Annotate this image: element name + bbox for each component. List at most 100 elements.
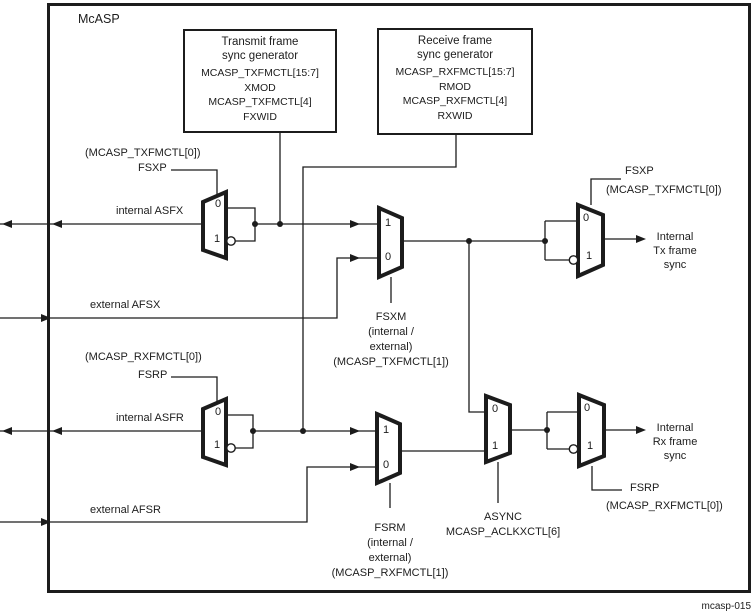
tx-input-mux-port-1: 1 [214,233,221,245]
internal-rx-frame-sync-label: Internal Rx frame sync [640,421,710,463]
internal-tx-frame-sync-label: Internal Tx frame sync [640,230,710,272]
wire-txout-input-split [544,220,578,261]
receive-gen-reg-line3: MCASP_RXFMCTL[4] [402,95,508,107]
transmit-gen-reg-line4: FXWID [243,110,277,123]
async-mux-port-0: 0 [492,403,499,415]
fsrm-label-line2: (internal / [367,537,413,549]
rx-input-mux-port-0: 0 [215,406,222,418]
fsxm-mux-port-0: 0 [385,251,392,263]
tx-input-polarity-mux [201,188,228,261]
mcasp-block-border [47,3,751,593]
tx-polarity-register-label: (MCASP_TXFMCTL[0]) [85,147,201,159]
wire-rxout-polarity-select [591,466,622,491]
tx-polarity-signal-label: FSXP [138,162,167,174]
fsrm-mode-mux [375,410,402,487]
async-mux [484,393,512,465]
tx-output-polarity-signal-label: FSXP [625,165,654,177]
rx-output-line1: Internal [656,422,694,434]
wire-txout-polarity-select [590,178,621,205]
fsrm-label-line3: external) [368,552,412,564]
junction-dot [252,221,258,227]
arrow-fsxm-one-input [350,220,360,228]
wire-rx-polarity-loop [226,414,254,449]
tx-output-line3: sync [663,259,687,271]
rx-output-polarity-register-label: (MCASP_RXFMCTL[0]) [606,500,723,512]
tx-output-inversion-bubble [568,255,579,265]
tx-input-inversion-bubble [226,236,236,246]
wire-rxout-input-split [546,411,579,450]
transmit-frame-sync-generator-box: Transmit frame sync generator MCASP_TXFM… [183,29,337,133]
rx-output-mux-port-1: 1 [587,440,594,452]
rx-input-inversion-bubble [226,443,236,453]
fsrm-mux-port-1: 1 [383,424,390,436]
rx-input-polarity-mux [201,395,228,468]
arrow-left-border-tx [52,220,62,228]
arrow-left-border-rx [52,427,62,435]
wire-async-zero-feed [468,241,486,413]
fsrm-mux-port-0: 0 [383,459,390,471]
receive-gen-reg-line4: RXWID [437,109,473,122]
transmit-gen-reg-line3: MCASP_TXFMCTL[4] [208,96,312,108]
rx-polarity-register-label: (MCASP_RXFMCTL[0]) [85,351,202,363]
arrow-tx-frame-sync-output [636,235,646,243]
async-label-line2: MCASP_ACLKXCTL[6] [445,526,561,538]
receive-gen-title-line2: sync generator [416,49,494,61]
fsxm-mux-port-1: 1 [385,217,392,229]
arrow-into-box-external-afsx [41,314,51,322]
tx-output-polarity-register-label: (MCASP_TXFMCTL[0]) [606,184,722,196]
internal-afsx-label: internal ASFX [116,205,184,217]
tx-output-mux-port-1: 1 [586,250,593,262]
external-afsx-label: external AFSX [90,299,161,311]
rx-output-inversion-bubble [568,444,579,454]
rx-output-line2: Rx frame [652,436,698,448]
rx-input-mux-port-1: 1 [214,439,221,451]
transmit-gen-title-line1: Transmit frame [221,36,299,48]
async-label-line1: ASYNC [484,511,522,523]
wire-tx-polarity-select [171,169,218,199]
tx-input-mux-port-0: 0 [215,198,222,210]
arrow-fsxm-zero-input [350,254,360,262]
junction-dot [542,238,548,244]
fsxm-label-line1: FSXM [375,311,407,323]
transmit-gen-title-line2: sync generator [221,50,299,62]
junction-dot [544,427,550,433]
fsxm-label-line2: (internal / [368,326,414,338]
receive-gen-reg-line2: RMOD [438,80,472,93]
rx-polarity-signal-label: FSRP [138,369,168,381]
transmit-gen-reg-line2: XMOD [244,81,276,94]
tx-output-line1: Internal [656,231,694,243]
junction-dot [300,428,306,434]
fsxm-mode-select-label: FSXM (internal / external) (MCASP_TXFMCT… [320,310,462,370]
receive-frame-sync-generator-box: Receive frame sync generator MCASP_RXFMC… [377,28,533,135]
arrow-left-outer-tx [2,220,12,228]
wire-tx-external-line [0,257,379,319]
fsrm-label-line1: FSRM [374,522,406,534]
rx-output-mux-port-0: 0 [584,402,591,414]
external-afsr-label: external AFSR [90,504,161,516]
async-mux-port-1: 1 [492,440,499,452]
fsxm-label-line3: external) [369,341,413,353]
tx-output-line2: Tx frame [653,245,697,257]
receive-gen-reg-line1: MCASP_RXFMCTL[15:7] [395,66,515,78]
mcasp-title: McASP [78,12,120,26]
transmit-gen-reg-line1: MCASP_TXFMCTL[15:7] [201,67,319,79]
rx-output-line3: sync [663,450,687,462]
fsrm-label-line4: (MCASP_RXFMCTL[1]) [331,567,449,579]
internal-afsr-label: internal ASFR [116,412,184,424]
tx-output-mux-port-0: 0 [583,212,590,224]
wire-tx-polarity-loop [226,207,256,242]
async-select-label: ASYNC MCASP_ACLKXCTL[6] [433,510,573,540]
junction-dot [466,238,472,244]
receive-gen-title-line1: Receive frame [417,35,493,47]
fsxm-mode-mux [377,204,404,281]
arrow-rx-frame-sync-output [636,426,646,434]
tx-output-polarity-mux [576,202,605,280]
arrow-left-outer-rx [2,427,12,435]
wire-receive-gen-route [302,135,457,431]
fsrm-mode-select-label: FSRM (internal / external) (MCASP_RXFMCT… [319,521,461,581]
arrow-fsrm-zero-input [350,463,360,471]
junction-dot [250,428,256,434]
junction-dot [277,221,283,227]
